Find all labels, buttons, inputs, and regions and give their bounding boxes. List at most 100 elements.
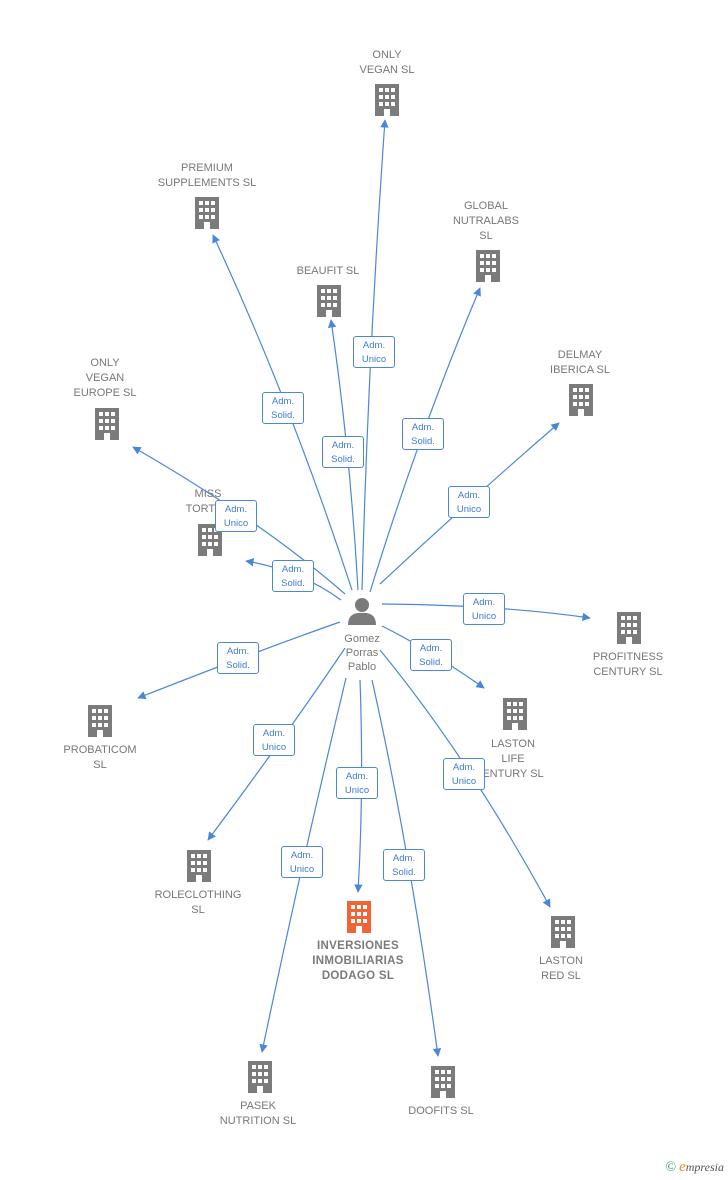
role-badge-premium-supplements[interactable]: Adm. Solid. bbox=[262, 392, 304, 424]
role-badge-inversiones-dodago[interactable]: Adm. Unico bbox=[336, 767, 378, 799]
company-label-line: DELMAY bbox=[557, 349, 603, 361]
company-label-line: NUTRALABS bbox=[452, 215, 520, 227]
role-badge-line: Unico bbox=[344, 785, 370, 796]
company-label-beaufit[interactable]: BEAUFIT SL bbox=[297, 264, 360, 279]
company-label-probaticom[interactable]: PROBATICOM SL bbox=[63, 743, 136, 773]
company-label-line: ENTURY SL bbox=[482, 768, 544, 780]
building-icon-inversiones-dodago[interactable] bbox=[347, 901, 371, 933]
company-label-doofits[interactable]: DOOFITS SL bbox=[408, 1104, 473, 1119]
role-badge-line: Adm. bbox=[452, 762, 476, 773]
role-badge-only-vegan[interactable]: Adm. Unico bbox=[353, 336, 395, 368]
company-label-line: GLOBAL bbox=[463, 200, 509, 212]
company-label-line: EUROPE SL bbox=[73, 387, 137, 399]
company-label-line: PROBATICOM bbox=[63, 744, 137, 756]
company-label-laston-red[interactable]: LASTON RED SL bbox=[539, 954, 583, 984]
company-label-line: IBERICA SL bbox=[550, 364, 610, 376]
role-badge-line: Adm. bbox=[457, 490, 481, 501]
company-label-line: CENTURY SL bbox=[593, 666, 663, 678]
building-icon-only-vegan[interactable] bbox=[375, 84, 399, 116]
company-label-line: LASTON bbox=[491, 738, 535, 750]
building-icon-doofits[interactable] bbox=[431, 1066, 455, 1098]
role-badge-line: Solid. bbox=[271, 410, 295, 421]
company-label-line: ROLECLOTHING bbox=[154, 889, 242, 901]
copyright-icon: © bbox=[665, 1160, 677, 1175]
company-label-line: VEGAN SL bbox=[359, 64, 415, 76]
company-label-line: LASTON bbox=[539, 955, 583, 967]
role-badge-pasek-nutrition[interactable]: Adm. Unico bbox=[281, 846, 323, 878]
building-icon-roleclothing[interactable] bbox=[187, 850, 211, 882]
role-badge-line: Unico bbox=[289, 864, 315, 875]
company-label-line: BEAUFIT SL bbox=[296, 265, 360, 277]
role-badge-miss-tortilla[interactable]: Adm. Solid. bbox=[272, 560, 314, 592]
company-label-line: ONLY bbox=[372, 49, 402, 61]
company-label-profitness-century[interactable]: PROFITNESS CENTURY SL bbox=[593, 650, 663, 680]
company-label-delmay-iberica[interactable]: DELMAY IBERICA SL bbox=[550, 348, 610, 378]
role-badge-line: Unico bbox=[451, 776, 477, 787]
role-badge-beaufit[interactable]: Adm. Solid. bbox=[322, 436, 364, 468]
role-badge-line: Solid. bbox=[281, 578, 305, 589]
role-badge-doofits[interactable]: Adm. Solid. bbox=[383, 849, 425, 881]
building-icon-delmay-iberica[interactable] bbox=[569, 384, 593, 416]
role-badge-delmay-iberica[interactable]: Adm. Unico bbox=[448, 486, 490, 518]
role-badge-line: Solid. bbox=[419, 657, 443, 668]
building-icon-global-nutralabs[interactable] bbox=[476, 250, 500, 282]
building-icon-beaufit[interactable] bbox=[317, 285, 341, 317]
role-badge-line: Adm. bbox=[345, 771, 369, 782]
company-label-line: SL bbox=[93, 759, 107, 771]
role-badge-line: Unico bbox=[261, 742, 287, 753]
building-icon-profitness-century[interactable] bbox=[617, 612, 641, 644]
role-badge-line: Adm. bbox=[224, 504, 248, 515]
role-badge-line: Adm. bbox=[226, 646, 250, 657]
role-badge-laston-life-century[interactable]: Adm.Solid. bbox=[410, 639, 452, 671]
role-badge-line: Solid. bbox=[226, 660, 250, 671]
building-icon-pasek-nutrition[interactable] bbox=[248, 1061, 272, 1093]
role-badge-line: Unico bbox=[361, 354, 387, 365]
role-badge-only-vegan-europe[interactable]: Adm.Unico bbox=[215, 500, 257, 532]
role-badge-line: Adm. bbox=[331, 440, 355, 451]
company-label-line: NUTRITION SL bbox=[219, 1115, 297, 1127]
company-label-laston-life-century[interactable]: LASTON LIFE ENTURY SL bbox=[482, 737, 543, 782]
role-badge-profitness-century[interactable]: Adm.Unico bbox=[463, 593, 505, 625]
company-label-line: LIFE bbox=[501, 753, 525, 765]
building-icon-probaticom[interactable] bbox=[88, 705, 112, 737]
role-badge-global-nutralabs[interactable]: Adm.Solid. bbox=[402, 418, 444, 450]
building-icon-only-vegan-europe[interactable] bbox=[95, 408, 119, 440]
company-label-line: PREMIUM bbox=[181, 162, 233, 174]
building-icon-laston-life-century[interactable] bbox=[503, 698, 527, 730]
role-badge-line: Unico bbox=[456, 504, 482, 515]
person-name-line: Gomez bbox=[344, 633, 380, 645]
role-badge-line: Adm. bbox=[271, 396, 295, 407]
person-name-line: Pablo bbox=[347, 661, 377, 673]
company-label-line: INVERSIONES bbox=[317, 940, 399, 952]
role-badge-roleclothing[interactable]: Adm.Unico bbox=[253, 724, 295, 756]
role-badge-line: Adm. bbox=[281, 564, 305, 575]
brand-initial: e bbox=[679, 1159, 686, 1175]
role-badge-probaticom[interactable]: Adm. Solid. bbox=[217, 642, 259, 674]
role-badge-line: Solid. bbox=[392, 867, 416, 878]
role-badge-line: Adm. bbox=[411, 422, 435, 433]
company-label-line: SUPPLEMENTS SL bbox=[157, 177, 257, 189]
person-icon[interactable] bbox=[348, 598, 376, 625]
role-badge-line: Solid. bbox=[331, 454, 355, 465]
company-label-line: DODAGO SL bbox=[321, 970, 395, 982]
company-label-line: RED SL bbox=[541, 970, 581, 982]
company-label-only-vegan[interactable]: ONLY VEGAN SL bbox=[359, 48, 414, 78]
building-icon-premium-supplements[interactable] bbox=[195, 197, 219, 229]
company-label-line: PROFITNESS bbox=[592, 651, 664, 663]
role-badge-line: Adm. bbox=[290, 850, 314, 861]
footer-brand[interactable]: © empresia bbox=[665, 1159, 724, 1176]
company-label-line: DOOFITS SL bbox=[408, 1105, 474, 1117]
building-icon-laston-red[interactable] bbox=[551, 916, 575, 948]
role-badge-line: Adm. bbox=[362, 340, 386, 351]
brand-name: mpresia bbox=[685, 1160, 724, 1174]
role-badge-laston-red[interactable]: Adm. Unico bbox=[443, 758, 485, 790]
role-badge-line: Adm. bbox=[392, 853, 416, 864]
company-label-premium-supplements[interactable]: PREMIUM SUPPLEMENTS SL bbox=[158, 161, 256, 191]
